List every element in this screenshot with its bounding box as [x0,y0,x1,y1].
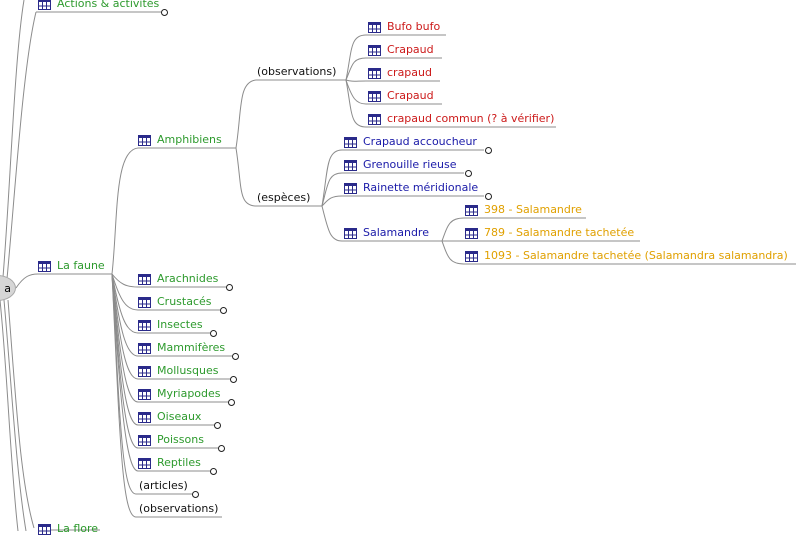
table-icon [344,159,357,171]
node-animal-group[interactable]: Reptiles [138,455,201,471]
node-articles[interactable]: (articles) [139,478,188,494]
node-label: Grenouille rieuse [363,158,457,171]
expand-button[interactable] [214,422,221,429]
node-observation[interactable]: crapaud [368,65,432,81]
node-la-faune[interactable]: La faune [38,258,105,274]
node-salamandre-record[interactable]: 789 - Salamandre tachetée [465,225,634,241]
table-icon [38,260,51,272]
node-faune-observations[interactable]: (observations) [139,501,218,517]
expand-button[interactable] [226,284,233,291]
node-label: Rainette méridionale [363,181,479,194]
node-label: (observations) [257,65,337,78]
node-observation[interactable]: Bufo bufo [368,19,440,35]
node-observation[interactable]: Crapaud [368,88,434,104]
table-icon [368,113,381,125]
node-animal-group[interactable]: Poissons [138,432,204,448]
table-icon [138,134,151,146]
table-icon [38,523,51,535]
node-label: Crapaud [387,89,434,102]
node-actions-activites[interactable]: Actions & activités [38,0,159,12]
expand-button[interactable] [485,147,492,154]
table-icon [465,204,478,216]
node-label: crapaud commun (? à vérifier) [387,112,555,125]
node-label: Crustacés [157,295,212,308]
node-animal-group[interactable]: Arachnides [138,271,218,287]
node-animal-group[interactable]: Mollusques [138,363,219,379]
node-observations-group[interactable]: (observations) [257,64,336,80]
node-animal-group[interactable]: Insectes [138,317,203,333]
node-la-flore[interactable]: La flore [38,521,98,537]
node-amphibiens[interactable]: Amphibiens [138,132,222,148]
node-label: La faune [57,259,105,272]
node-label: Bufo bufo [387,20,441,33]
table-icon [138,365,151,377]
node-label: Oiseaux [157,410,202,423]
node-label: 789 - Salamandre tachetée [484,226,635,239]
table-icon [368,67,381,79]
node-animal-group[interactable]: Mammifères [138,340,225,356]
node-label: La flore [57,522,99,535]
expand-button[interactable] [210,468,217,475]
expand-button[interactable] [218,445,225,452]
node-label: Myriapodes [157,387,221,400]
expand-button[interactable] [232,353,239,360]
expand-button[interactable] [192,491,199,498]
table-icon [138,342,151,354]
node-label: Actions & activités [57,0,160,10]
node-label: Mammifères [157,341,226,354]
node-species[interactable]: Rainette méridionale [344,180,478,196]
table-icon [138,457,151,469]
node-label: Amphibiens [157,133,222,146]
table-icon [465,227,478,239]
node-animal-group[interactable]: Oiseaux [138,409,201,425]
node-label: 398 - Salamandre [484,203,582,216]
table-icon [138,273,151,285]
table-icon [344,227,357,239]
node-observation[interactable]: crapaud commun (? à vérifier) [368,111,554,127]
node-species[interactable]: Crapaud accoucheur [344,134,477,150]
node-label: (articles) [139,479,188,492]
node-species[interactable]: Grenouille rieuse [344,157,457,173]
expand-button[interactable] [228,399,235,406]
node-label: (espèces) [257,191,311,204]
node-animal-group[interactable]: Myriapodes [138,386,221,402]
table-icon [138,434,151,446]
table-icon [368,44,381,56]
node-label: (observations) [139,502,219,515]
table-icon [138,319,151,331]
node-especes-group[interactable]: (espèces) [257,190,310,206]
node-label: Crapaud accoucheur [363,135,477,148]
node-label: Insectes [157,318,203,331]
node-observation[interactable]: Crapaud [368,42,434,58]
table-icon [465,250,478,262]
expand-button[interactable] [220,307,227,314]
expand-button[interactable] [210,330,217,337]
node-salamandre-record[interactable]: 398 - Salamandre [465,202,582,218]
expand-button[interactable] [465,170,472,177]
table-icon [138,388,151,400]
node-salamandre[interactable]: Salamandre [344,225,429,241]
node-label: 1093 - Salamandre tachetée (Salamandra s… [484,249,788,262]
table-icon [344,136,357,148]
expand-button[interactable] [485,193,492,200]
table-icon [368,21,381,33]
node-animal-group[interactable]: Crustacés [138,294,212,310]
table-icon [138,411,151,423]
node-label: Arachnides [157,272,219,285]
table-icon [368,90,381,102]
node-salamandre-record[interactable]: 1093 - Salamandre tachetée (Salamandra s… [465,248,788,264]
expand-button[interactable] [161,9,168,16]
table-icon [38,0,51,10]
table-icon [344,182,357,194]
expand-button[interactable] [230,376,237,383]
node-label: crapaud [387,66,432,79]
node-label: Crapaud [387,43,434,56]
table-icon [138,296,151,308]
node-label: Mollusques [157,364,219,377]
node-label: Reptiles [157,456,201,469]
node-label: Poissons [157,433,204,446]
node-label: Salamandre [363,226,429,239]
